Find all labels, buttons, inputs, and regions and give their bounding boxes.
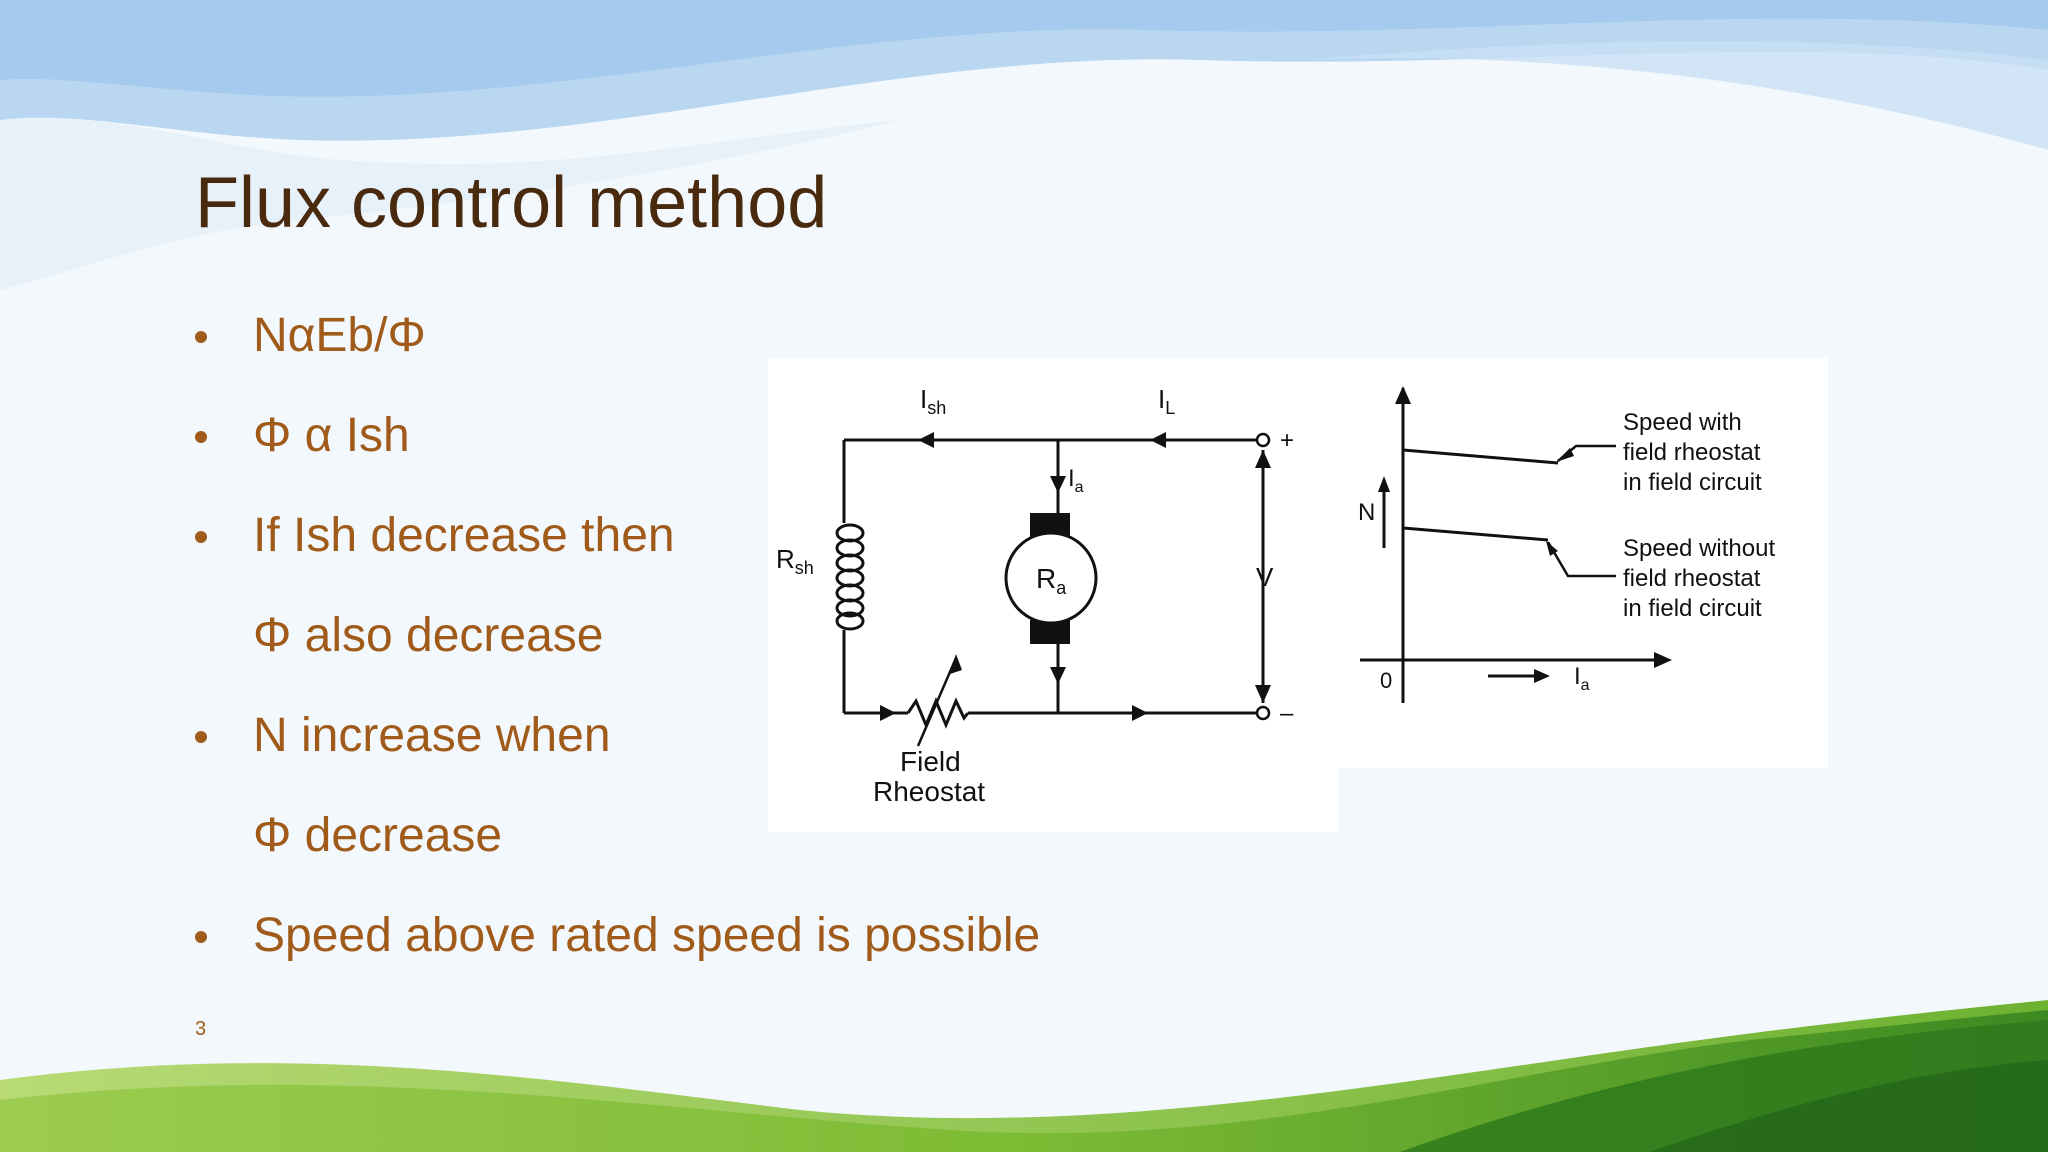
bullet-text: Speed above rated speed is possible [253,909,1041,962]
label-il: IL [1158,384,1175,418]
slide-title: Flux control method [195,163,828,243]
y-axis-label: N [1358,499,1375,526]
bullet-dot [195,731,207,743]
speed-characteristic-panel: N 0 Ia Speed with field rheostat in fiel… [1338,358,1828,768]
bullet-text: Φ decrease [253,809,503,862]
bullet-text: N increase when [253,709,611,762]
bullet-dot [195,431,207,443]
slide-number: 3 [195,1018,207,1040]
bullet-text: If Ish decrease then [253,509,675,562]
bullet-text: Φ also decrease [253,609,604,662]
label-field-rheostat-line1: Field [900,746,961,777]
label-ish: Ish [920,384,946,418]
bullet-dot [195,931,207,943]
callout-speed-with-rheostat: Speed with field rheostat in field circu… [1623,409,1767,496]
callout-speed-without-rheostat: Speed without field rheostat in field ci… [1623,535,1782,622]
circuit-diagram-panel: Ish IL Ia Rsh Ra V + – Field Rheostat [768,358,1338,832]
bullet-dot [195,331,207,343]
label-plus: + [1280,427,1294,454]
speed-current-graph: N 0 Ia Speed with field rheostat in fiel… [1358,386,1782,703]
label-minus: – [1280,700,1294,727]
label-ra: Ra [1036,563,1067,598]
armature-circle [1004,531,1098,625]
label-voltage: V [1256,562,1274,592]
shunt-field-coil [835,523,865,631]
label-rsh: Rsh [776,544,814,578]
origin-label: 0 [1380,668,1392,693]
label-ia: Ia [1068,465,1084,496]
bullet-text: NαEb/Φ [253,309,426,362]
bullet-text: Φ α Ish [253,409,410,462]
field-rheostat-resistor [906,697,970,729]
x-axis-label: Ia [1574,663,1590,694]
label-field-rheostat-line2: Rheostat [873,776,985,807]
shunt-motor-circuit-diagram: Ish IL Ia Rsh Ra V + – Field Rheostat [776,384,1294,807]
bullet-dot [195,531,207,543]
